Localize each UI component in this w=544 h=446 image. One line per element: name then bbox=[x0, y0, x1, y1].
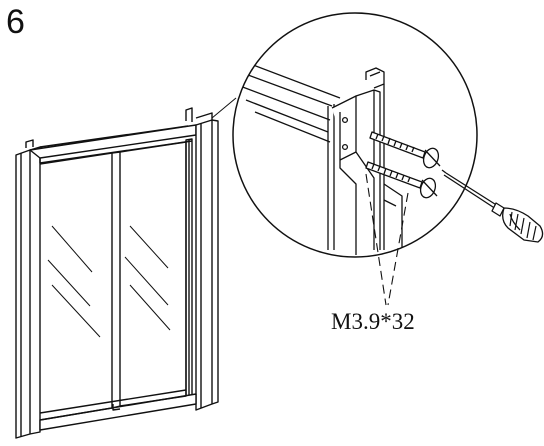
step-number: 6 bbox=[6, 3, 25, 41]
screw-size-label: M3.9*32 bbox=[331, 309, 415, 334]
label-leader-lines bbox=[365, 173, 409, 306]
screwdriver-icon bbox=[441, 169, 544, 243]
detail-magnifier-icon bbox=[232, 12, 478, 258]
shower-door-icon bbox=[15, 97, 237, 439]
screw-icon bbox=[365, 131, 441, 199]
